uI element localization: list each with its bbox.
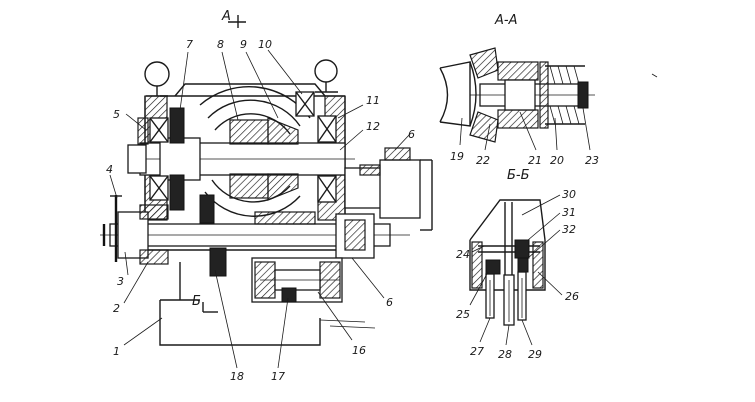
nut-23: [577, 81, 589, 109]
callout-24: 24: [456, 248, 470, 261]
bearing-right-upper: [295, 91, 337, 203]
section-bb-view: Б-Б 30 31: [456, 168, 579, 361]
callout-7: 7: [186, 38, 193, 51]
gear-7: [169, 107, 185, 144]
bearing-left-upper: [149, 117, 169, 201]
callout-20: 20: [550, 154, 564, 167]
callout-29: 29: [528, 348, 542, 361]
callout-25: 25: [456, 308, 470, 321]
base-1: [159, 299, 321, 346]
callout-27: 27: [470, 345, 484, 358]
callout-32: 32: [562, 223, 576, 236]
callout-26: 26: [565, 290, 579, 303]
motor-flange: [344, 147, 433, 231]
callout-9: 9: [240, 38, 247, 51]
lifting-eye-right: [314, 59, 338, 93]
spring-20: [539, 61, 585, 129]
callout-28: 28: [498, 348, 512, 361]
section-aa-title: А-А: [494, 13, 517, 28]
lower-gear-assembly: [251, 257, 343, 303]
section-mark-b: Б: [192, 294, 218, 313]
callout-4: 4: [106, 163, 113, 176]
callout-31: 31: [562, 206, 576, 219]
callout-21: 21: [528, 154, 542, 167]
callout-22: 22: [476, 154, 490, 167]
gear-31: [514, 239, 530, 259]
callout-1: 1: [113, 345, 120, 358]
callout-8: 8: [217, 38, 224, 51]
roller-19: [439, 61, 471, 127]
section-mark-a: A: [221, 9, 246, 28]
gear-25: [485, 259, 501, 275]
top-cover: [174, 83, 326, 97]
callout-19: 19: [450, 150, 464, 163]
callout-18: 18: [230, 370, 244, 383]
section-aa-view: А-А 19 22 21 20 23: [439, 13, 599, 167]
housing-21: [497, 61, 539, 81]
callout-23: 23: [585, 154, 599, 167]
main-assembly-view: A: [100, 9, 433, 383]
section-b-label: Б: [192, 294, 201, 309]
lifting-eye-left: [144, 61, 170, 97]
callout-16: 16: [352, 344, 366, 357]
section-a-label: A: [221, 9, 231, 24]
callout-5: 5: [113, 108, 120, 121]
callout-12: 12: [366, 120, 380, 133]
callout-10: 10: [258, 38, 272, 51]
callout-6-bottom: 6: [386, 296, 393, 309]
callout-3: 3: [117, 275, 124, 288]
callout-6-top: 6: [408, 128, 415, 141]
leader-lines-main: [109, 49, 411, 369]
callout-30: 30: [562, 188, 576, 201]
gear-32: [517, 257, 529, 273]
lower-main-shaft: [100, 194, 410, 277]
upper-shaft: [135, 107, 355, 211]
gear-17: [281, 287, 297, 303]
section-bb-title: Б-Б: [507, 168, 530, 183]
gear-18: [209, 247, 227, 277]
gear-18-upper: [199, 194, 215, 224]
shaft-end-cap-5: [127, 144, 147, 174]
gear-8: [229, 119, 269, 145]
callout-2: 2: [113, 302, 120, 315]
callout-11: 11: [366, 94, 380, 107]
rods-27-28-29: [485, 271, 527, 326]
bevel-gear-9: [267, 117, 299, 145]
callout-17: 17: [271, 370, 285, 383]
stray-mark: [651, 73, 658, 78]
